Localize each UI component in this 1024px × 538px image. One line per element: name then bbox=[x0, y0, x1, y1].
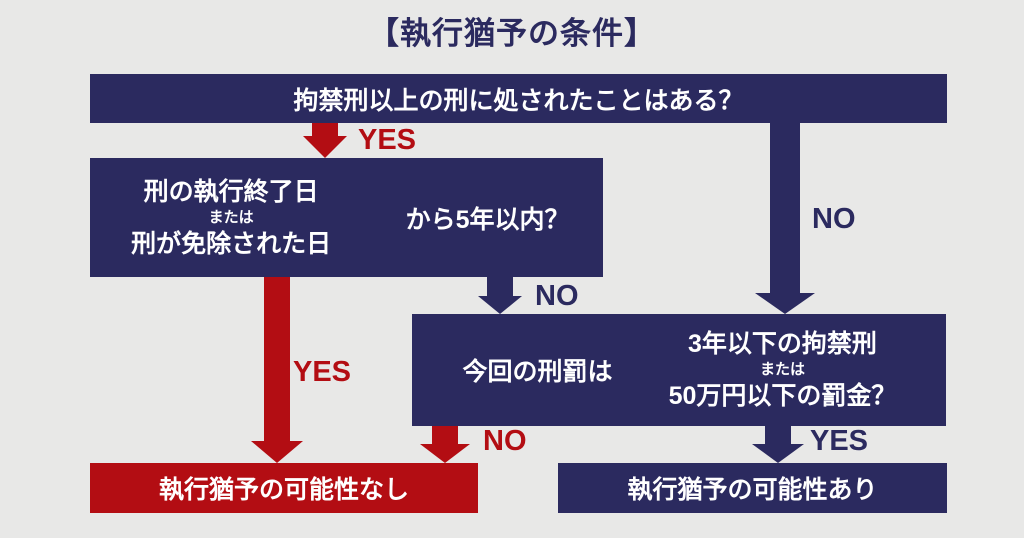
page-title: 【執行猶予の条件】 bbox=[368, 16, 656, 51]
arrow-q1-no-shaft bbox=[770, 123, 800, 293]
label-q2-no: NO bbox=[535, 280, 579, 312]
decision-box-current-penalty: 今回の刑罰は 3年以下の拘禁刑 または 50万円以下の罰金？ bbox=[412, 314, 946, 426]
arrow-q2-no-shaft bbox=[487, 277, 513, 296]
arrow-q3-no-shaft bbox=[432, 426, 458, 444]
arrow-q1-yes-shaft bbox=[312, 123, 338, 137]
label-q1-yes: YES bbox=[358, 124, 417, 156]
label-q1-no: NO bbox=[812, 203, 856, 235]
arrow-q1-no-head bbox=[755, 293, 815, 314]
current-penalty-line2: 50万円以下の罰金？ bbox=[668, 382, 897, 410]
arrow-q2-yes-head bbox=[251, 441, 303, 463]
decision-box-five-years: 刑の執行終了日 または 刑が免除された日 から5年以内？ bbox=[90, 158, 603, 277]
decision-box-five-years-content: 刑の執行終了日 または 刑が免除された日 から5年以内？ bbox=[90, 158, 603, 277]
current-penalty-connector: または bbox=[759, 361, 805, 378]
arrow-q2-yes-shaft bbox=[264, 277, 290, 441]
label-q3-yes: YES bbox=[810, 425, 869, 457]
arrow-q2-no-head bbox=[478, 296, 522, 314]
five-years-connector: または bbox=[208, 208, 254, 226]
label-q2-yes: YES bbox=[293, 356, 352, 388]
five-years-line1: 刑の執行終了日 bbox=[143, 177, 319, 206]
arrow-q3-yes-shaft bbox=[765, 426, 791, 444]
arrow-q3-no-head bbox=[420, 444, 470, 463]
current-penalty-line1: 3年以下の拘禁刑 bbox=[688, 330, 877, 358]
decision-box-prior-sentence-text: 拘禁刑以上の刑に処されたことはある？ bbox=[293, 86, 744, 115]
current-penalty-lead: 今回の刑罰は bbox=[462, 358, 613, 386]
decision-box-prior-sentence: 拘禁刑以上の刑に処されたことはある？ bbox=[90, 74, 947, 123]
arrow-q3-yes-head bbox=[752, 444, 804, 463]
result-box-no-suspension: 執行猶予の可能性なし bbox=[90, 463, 478, 513]
five-years-question: から5年以内？ bbox=[405, 205, 570, 234]
result-box-suspension-possible: 執行猶予の可能性あり bbox=[558, 463, 947, 513]
current-penalty-column: 3年以下の拘禁刑 または 50万円以下の罰金？ bbox=[663, 328, 946, 412]
label-q3-no: NO bbox=[483, 425, 527, 457]
arrow-q1-yes-head bbox=[303, 136, 347, 158]
result-box-no-suspension-text: 執行猶予の可能性なし bbox=[158, 476, 409, 504]
five-years-date-column: 刑の執行終了日 または 刑が免除された日 bbox=[90, 176, 372, 260]
decision-box-current-penalty-content: 今回の刑罰は 3年以下の拘禁刑 または 50万円以下の罰金？ bbox=[412, 314, 946, 426]
five-years-line2: 刑が免除された日 bbox=[131, 229, 332, 258]
result-box-suspension-possible-text: 執行猶予の可能性あり bbox=[627, 476, 878, 504]
